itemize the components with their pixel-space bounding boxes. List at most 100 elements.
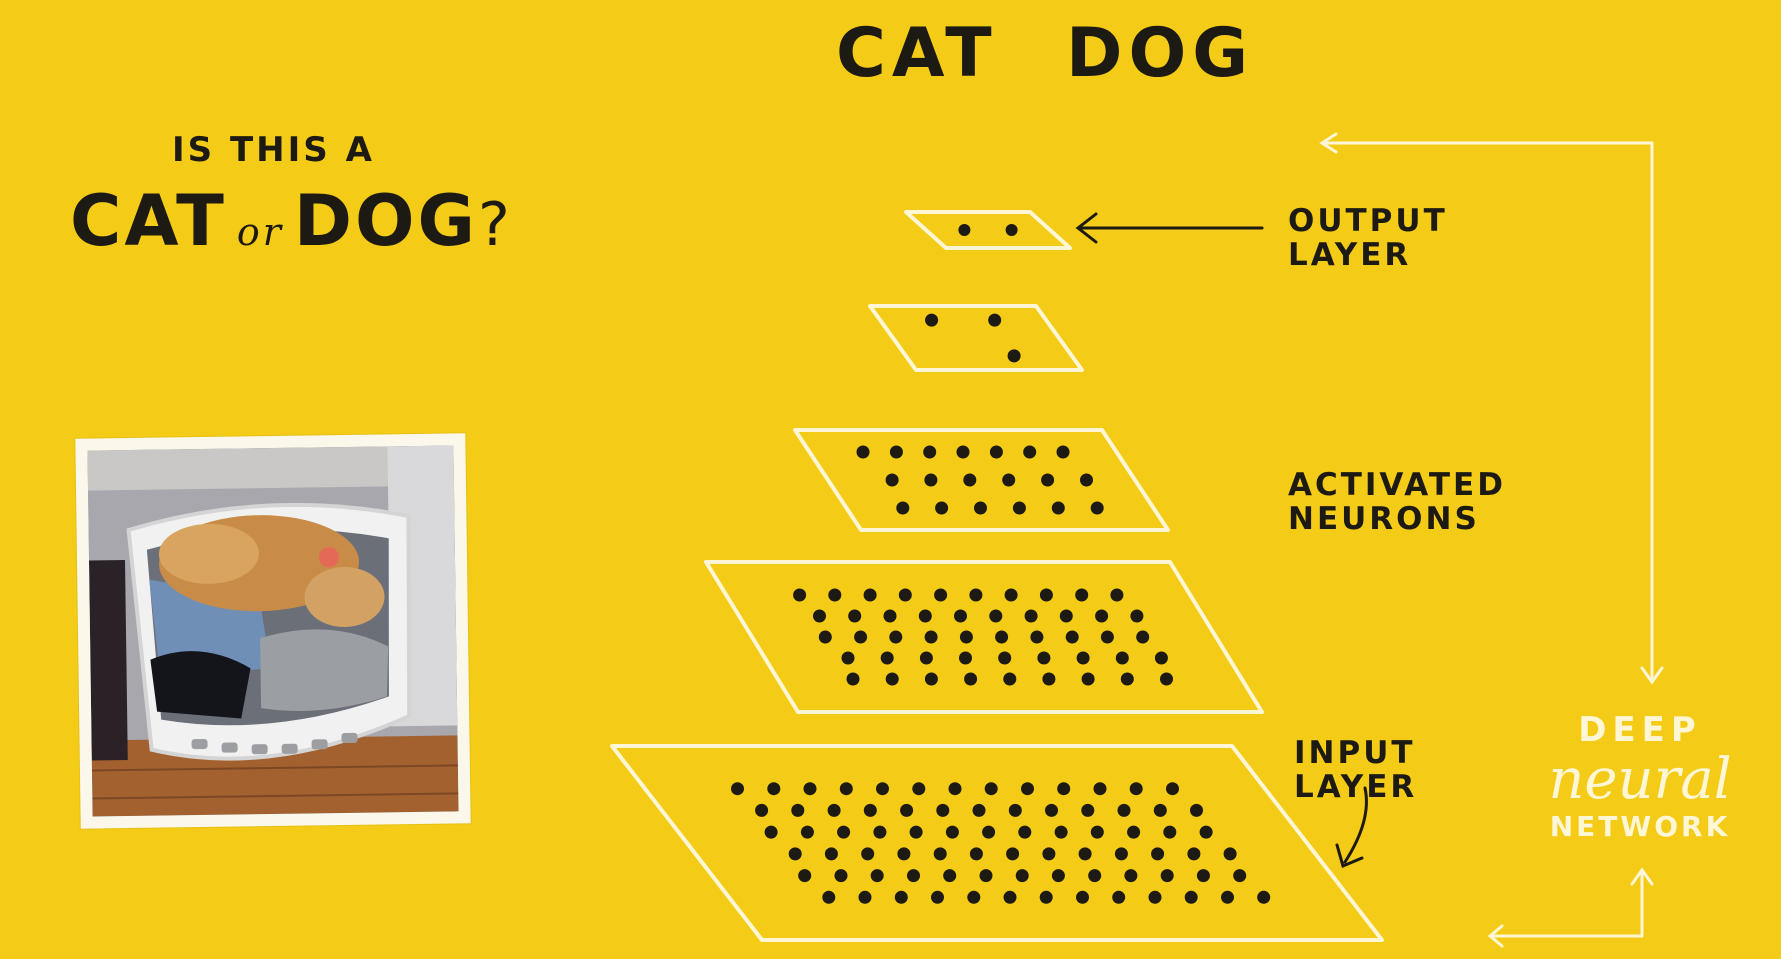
neuron bbox=[1002, 473, 1016, 487]
neuron bbox=[1075, 588, 1089, 602]
neuron bbox=[788, 847, 802, 861]
neuron bbox=[943, 869, 957, 883]
neuron bbox=[880, 651, 894, 665]
neuron bbox=[1120, 672, 1134, 686]
neuron bbox=[948, 782, 962, 796]
neuron bbox=[1078, 847, 1092, 861]
class-label-dog: DOG bbox=[1066, 14, 1255, 93]
neuron bbox=[863, 803, 877, 817]
neuron bbox=[1187, 847, 1201, 861]
neuron bbox=[1042, 672, 1056, 686]
neuron bbox=[755, 803, 769, 817]
neuron bbox=[1006, 847, 1020, 861]
neuron bbox=[967, 890, 981, 904]
neuron bbox=[1136, 630, 1150, 644]
neuron bbox=[1127, 825, 1141, 839]
neuron bbox=[1007, 349, 1021, 363]
neuron bbox=[1114, 847, 1128, 861]
neuron bbox=[863, 588, 877, 602]
neuron bbox=[1008, 803, 1022, 817]
neuron bbox=[1015, 869, 1029, 883]
neuron bbox=[931, 890, 944, 904]
layer-4 bbox=[704, 560, 1264, 714]
neuron bbox=[924, 473, 938, 487]
neuron bbox=[803, 782, 817, 796]
neuron bbox=[898, 588, 912, 602]
input-layer-arrow bbox=[1343, 786, 1368, 864]
neuron bbox=[824, 847, 838, 861]
neuron bbox=[909, 825, 923, 839]
network-flow-arrows bbox=[1319, 132, 1664, 948]
neuron bbox=[933, 847, 947, 861]
neuron bbox=[894, 890, 908, 904]
input-label-line2: LAYER bbox=[1294, 769, 1418, 805]
neuron bbox=[1223, 847, 1237, 861]
neuron bbox=[1045, 803, 1058, 817]
neuron bbox=[1003, 890, 1017, 904]
neuron bbox=[767, 782, 781, 796]
neuron bbox=[982, 825, 996, 839]
neuron bbox=[1196, 869, 1210, 883]
neuron bbox=[984, 782, 998, 796]
activated-neurons-label: ACTIVATED NEURONS bbox=[1288, 468, 1506, 536]
neuron bbox=[1110, 588, 1124, 602]
neuron bbox=[936, 803, 950, 817]
neuron bbox=[1051, 869, 1065, 883]
neuron bbox=[1160, 869, 1174, 883]
neuron bbox=[1051, 501, 1065, 515]
neuron bbox=[1199, 825, 1213, 839]
output-layer-label: OUTPUT LAYER bbox=[1288, 204, 1448, 272]
neuron bbox=[1003, 672, 1017, 686]
neuron bbox=[1090, 501, 1104, 515]
neuron bbox=[731, 782, 744, 796]
neuron bbox=[1166, 782, 1179, 796]
neuron bbox=[989, 609, 1003, 623]
dnn-line1: DEEP bbox=[1578, 710, 1702, 750]
dog-in-basket-photo bbox=[87, 445, 459, 817]
neuron bbox=[923, 445, 937, 459]
neuron bbox=[945, 825, 959, 839]
neuron bbox=[897, 847, 911, 861]
question-intro: IS THIS A bbox=[172, 130, 375, 170]
neuron bbox=[1163, 825, 1177, 839]
neuron bbox=[1024, 609, 1038, 623]
neuron bbox=[883, 609, 897, 623]
neuron bbox=[972, 803, 986, 817]
output-arrow-head bbox=[1075, 212, 1098, 244]
neuron bbox=[934, 588, 948, 602]
neuron bbox=[1039, 588, 1053, 602]
neuron bbox=[1160, 672, 1173, 686]
neuron bbox=[1153, 803, 1167, 817]
neuron bbox=[998, 651, 1012, 665]
neuron bbox=[837, 825, 851, 839]
neuron bbox=[791, 803, 805, 817]
neuron bbox=[1129, 782, 1143, 796]
neuron bbox=[1030, 630, 1044, 644]
activated-label-line2: NEURONS bbox=[1288, 501, 1480, 537]
neuron bbox=[1037, 651, 1051, 665]
input-arrow-head bbox=[1335, 843, 1364, 869]
neuron bbox=[1148, 890, 1162, 904]
neuron bbox=[974, 501, 987, 515]
neuron bbox=[959, 630, 973, 644]
neuron bbox=[1042, 847, 1056, 861]
neuron bbox=[1095, 609, 1109, 623]
neuron bbox=[873, 825, 887, 839]
neuron bbox=[1021, 782, 1034, 796]
neuron bbox=[1023, 445, 1037, 459]
neuron bbox=[1065, 630, 1079, 644]
neuron bbox=[896, 501, 910, 515]
neuron bbox=[856, 445, 870, 459]
neuron bbox=[900, 803, 914, 817]
neuron bbox=[1233, 869, 1247, 883]
neuron bbox=[1056, 445, 1070, 459]
neuron bbox=[822, 890, 836, 904]
neuron bbox=[885, 473, 899, 487]
neuron bbox=[846, 672, 860, 686]
photo-frame bbox=[75, 433, 471, 829]
deep-neural-network-title: DEEP neural NETWORK bbox=[1500, 710, 1780, 843]
neuron bbox=[959, 651, 972, 665]
neuron bbox=[924, 672, 938, 686]
neuron bbox=[1076, 890, 1089, 904]
